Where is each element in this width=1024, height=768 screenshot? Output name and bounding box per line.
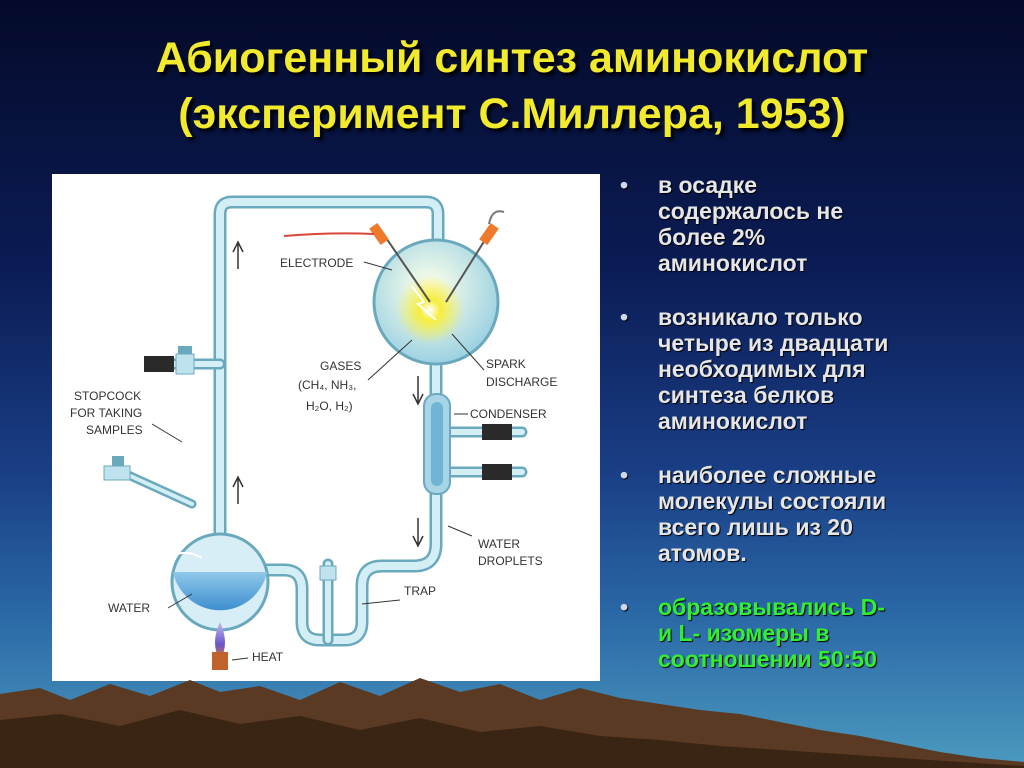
bullet-item: • наиболее сложные молекулы состояли все… [618,462,1018,566]
apparatus-svg: ELECTRODE GASES (CH₄, NH₃, H₂O, H₂) SPAR… [70,195,557,670]
mountain-silhouette [0,678,1024,768]
bullet-item: • в осадке содержалось не более 2% амино… [618,172,1018,276]
slide-title: Абиогенный синтез аминокислот (экспериме… [0,30,1024,142]
spark-flask [283,210,505,366]
miller-apparatus-diagram: ELECTRODE GASES (CH₄, NH₃, H₂O, H₂) SPAR… [52,174,600,681]
bullet-list: • в осадке содержалось не более 2% амино… [618,172,1018,672]
bullet-text: возникало только четыре из двадцати необ… [658,304,889,434]
label-stopcock-1: STOPCOCK [74,389,141,403]
label-gases-formula-2: H₂O, H₂) [306,399,353,413]
bullet-text: образовывались D- и L- изомеры в соотнош… [658,594,886,672]
label-water-droplets-1: WATER [478,537,520,551]
title-line-2: (эксперимент С.Миллера, 1953) [178,90,846,138]
boiling-flask [163,532,270,632]
diagram-labels: ELECTRODE GASES (CH₄, NH₃, H₂O, H₂) SPAR… [70,256,557,664]
bullet-item: • образовывались D- и L- изомеры в соотн… [618,594,1018,672]
label-stopcock-2: FOR TAKING [70,406,142,420]
flame [212,622,228,670]
bullet-dot-icon: • [620,462,629,488]
title-line-1: Абиогенный синтез аминокислот [155,34,869,82]
label-spark-1: SPARK [486,357,526,371]
label-water-droplets-2: DROPLETS [478,554,543,568]
bullet-dot-icon: • [620,172,629,198]
label-water: WATER [108,601,150,615]
bullet-text: в осадке содержалось не более 2% аминоки… [658,172,844,276]
label-heat: HEAT [252,650,284,664]
bullet-item: • возникало только четыре из двадцати не… [618,304,1018,434]
label-gases: GASES [320,359,361,373]
leader-lines [151,261,485,661]
label-trap: TRAP [404,584,436,598]
bullet-text: наиболее сложные молекулы состояли всего… [658,462,887,566]
bullet-dot-icon: • [620,594,629,620]
bullet-dot-icon: • [620,304,629,330]
label-spark-2: DISCHARGE [486,375,557,389]
condenser [423,393,451,495]
label-stopcock-3: SAMPLES [86,423,143,437]
flow-arrows [232,240,424,548]
label-gases-formula-1: (CH₄, NH₃, [298,378,356,392]
label-condenser: CONDENSER [470,407,547,421]
stopcocks [103,346,512,581]
label-electrode: ELECTRODE [280,256,353,270]
